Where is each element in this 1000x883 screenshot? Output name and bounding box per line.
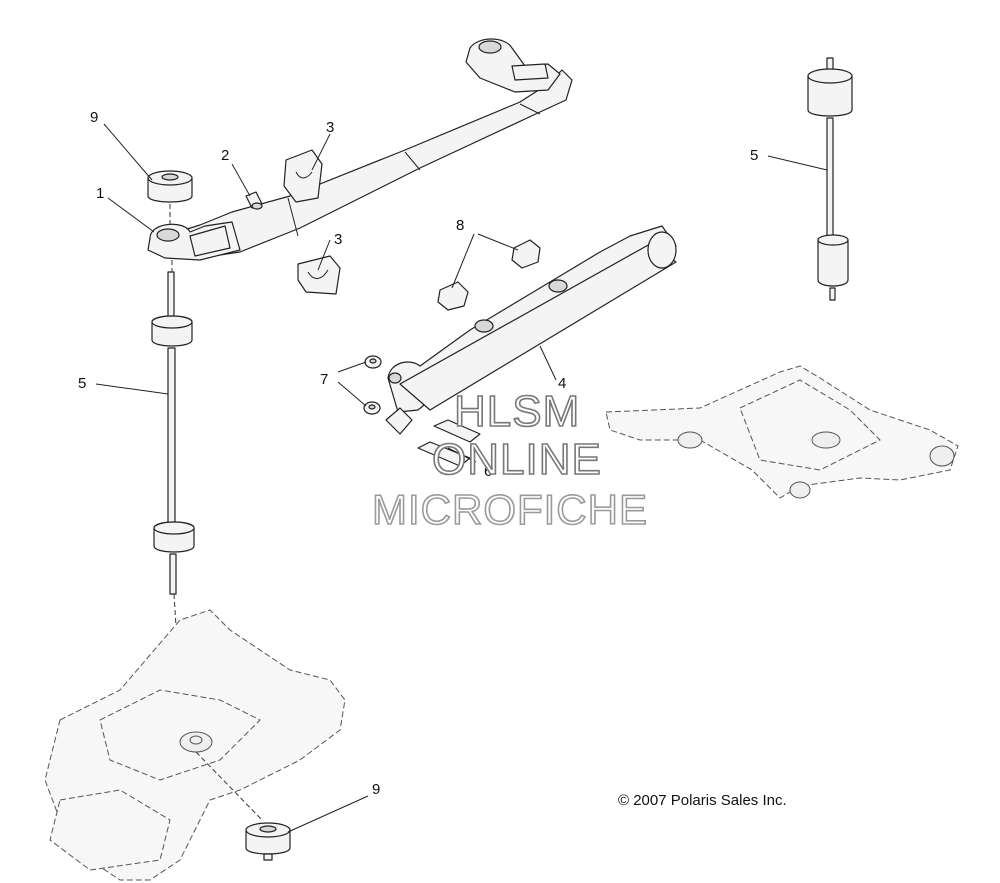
callout-2: 2 (221, 147, 229, 164)
frame-outline-right (605, 365, 959, 499)
washer-upper (364, 355, 382, 369)
nut-upper (511, 239, 541, 269)
bushing-bottom (245, 822, 291, 861)
watermark-line-1: HLSM (454, 387, 580, 436)
bushing-top (147, 170, 193, 203)
leader-lines (95, 123, 828, 833)
callout-5-right: 5 (750, 147, 758, 164)
mount-bracket (385, 225, 677, 435)
copyright-notice: © 2007 Polaris Sales Inc. (618, 792, 787, 809)
callout-4: 4 (558, 375, 566, 392)
alignment-lines (169, 204, 177, 627)
nut-lower (437, 281, 469, 311)
watermark-line-3: MICROFICHE (372, 486, 648, 533)
frame-outline-left (44, 609, 346, 881)
clamp-lower (297, 255, 341, 295)
sway-bar (147, 38, 573, 261)
watermark-line-2: ONLINE (432, 435, 602, 484)
callout-9-top: 9 (90, 109, 98, 126)
callout-3-upper: 3 (326, 119, 334, 136)
callout-9-bottom: 9 (372, 781, 380, 798)
clamp-upper (283, 149, 323, 203)
callout-5-left: 5 (78, 375, 86, 392)
callout-1: 1 (96, 185, 104, 202)
callout-6: 6 (484, 463, 492, 480)
callout-3-lower: 3 (334, 231, 342, 248)
link-rod-right (807, 57, 853, 301)
callout-8: 8 (456, 217, 464, 234)
link-rod-left (151, 271, 195, 595)
bolt-long (417, 419, 481, 467)
bolt-small (245, 191, 263, 210)
washer-lower (363, 401, 381, 415)
callout-7: 7 (320, 371, 328, 388)
